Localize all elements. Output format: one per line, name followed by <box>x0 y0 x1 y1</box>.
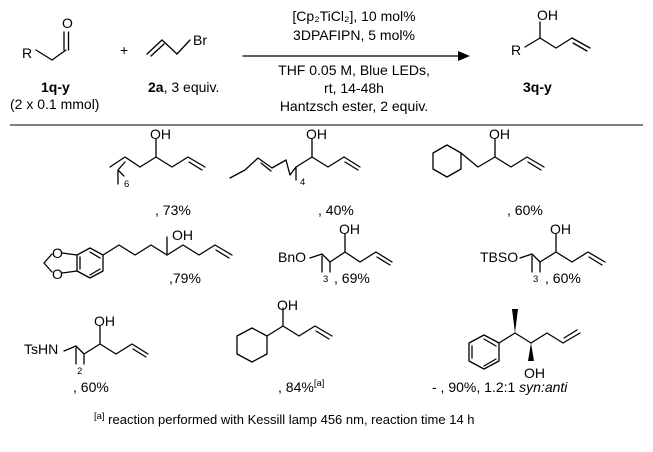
product-9-oh: OH <box>524 365 545 381</box>
product-6-subscript: 3 <box>533 274 538 285</box>
label-compound-1-amount: (2 x 0.1 mmol) <box>10 96 99 112</box>
product-oh: OH <box>537 7 558 23</box>
product-1-oh: OH <box>150 126 171 142</box>
label-compound-2: 2a, 3 equiv. <box>148 79 219 95</box>
product-2-oh: OH <box>306 126 327 142</box>
product-r-group: R <box>511 42 521 58</box>
product-6-structure: TBSO OH 3 <box>480 221 606 285</box>
aldehyde-oxygen: O <box>62 15 73 31</box>
product-7-yield: , 60% <box>73 379 109 395</box>
product-3-structure: OH <box>432 126 545 178</box>
label-compound-1: 1q-y <box>41 79 70 95</box>
product-7-prefix: TsHN <box>24 341 58 357</box>
product-8-structure: OH <box>236 297 333 363</box>
aldehyde-r-group: R <box>22 45 32 61</box>
allyl-bromide-structure: Br <box>146 32 207 57</box>
product-4-yield: ,79% <box>169 270 201 286</box>
product-8-oh: OH <box>277 297 298 313</box>
condition-temperature-time: rt, 14-48h <box>324 80 384 96</box>
product-1-subscript: 6 <box>124 179 129 190</box>
product-6-prefix: TBSO <box>480 249 518 265</box>
product-9-structure: OH <box>468 309 581 381</box>
bromine-label: Br <box>193 32 207 48</box>
plus-sign: + <box>120 42 128 58</box>
footnote: [a] reaction performed with Kessill lamp… <box>94 411 475 427</box>
product-2-yield: , 40% <box>318 202 354 218</box>
product-5-oh: OH <box>339 221 360 237</box>
condition-reductant: Hantzsch ester, 2 equiv. <box>280 98 428 114</box>
product-7-oh: OH <box>94 313 115 329</box>
product-5-structure: BnO OH 3 <box>278 221 393 285</box>
product-7-subscript: 2 <box>77 366 82 377</box>
product-2-subscript: 4 <box>300 177 305 188</box>
product-4-structure: O O OH <box>43 227 233 282</box>
product-4-ring-o-bottom: O <box>52 266 63 282</box>
product-1-structure: OH 6 <box>109 126 206 190</box>
product-6-oh: OH <box>550 221 571 237</box>
product-2-structure: OH 4 <box>229 126 361 188</box>
product-4-ring-o-top: O <box>52 245 63 261</box>
product-9-yield: - , 90%, 1.2:1 syn:anti <box>432 379 568 395</box>
reaction-arrowhead <box>458 51 470 61</box>
condition-catalyst: [Cp₂TiCl₂], 10 mol% <box>292 8 415 24</box>
condition-solvent: THF 0.05 M, Blue LEDs, <box>278 62 430 78</box>
product-5-subscript: 3 <box>323 274 328 285</box>
aldehyde-structure: O R <box>22 15 73 61</box>
product-7-structure: TsHN OH 2 <box>24 313 149 377</box>
product-4-oh: OH <box>172 227 193 243</box>
product-5-prefix: BnO <box>278 249 306 265</box>
product-8-yield: , 84%[a] <box>278 378 324 395</box>
condition-photocatalyst: 3DPAFIPN, 5 mol% <box>293 27 415 43</box>
product-structure: OH R <box>511 7 591 58</box>
label-compound-3: 3q-y <box>523 79 552 95</box>
product-5-yield: , 69% <box>334 270 370 286</box>
product-3-yield: , 60% <box>507 202 543 218</box>
product-1-yield: , 73% <box>155 202 191 218</box>
product-3-oh: OH <box>489 126 510 142</box>
product-6-yield: , 60% <box>545 270 581 286</box>
